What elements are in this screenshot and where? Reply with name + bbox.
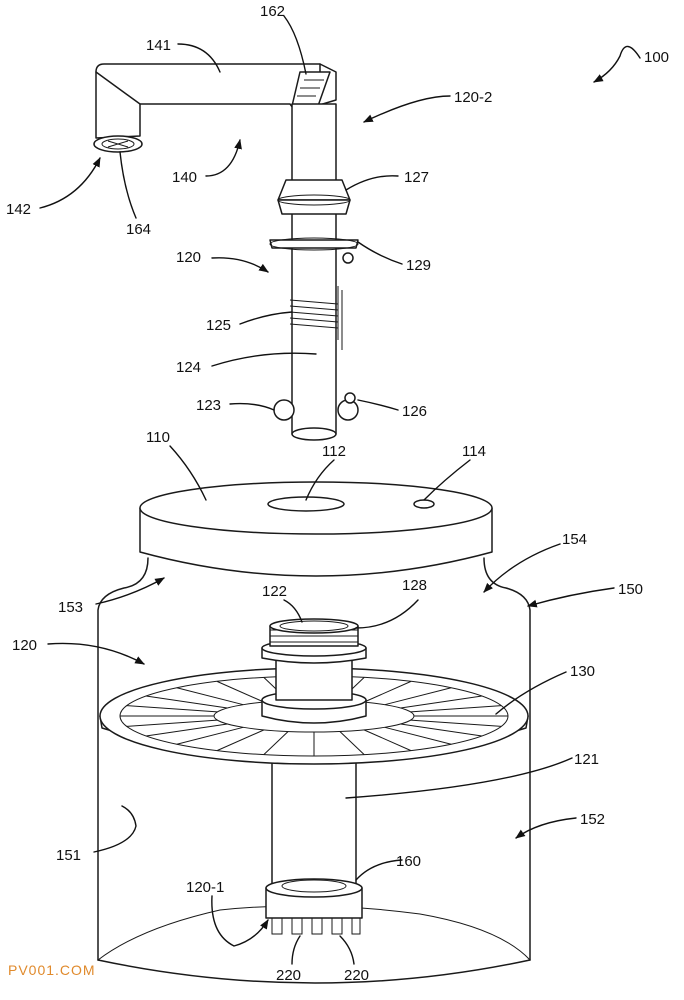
leader-lines bbox=[39, 15, 641, 965]
ref-151: 151 bbox=[56, 847, 81, 864]
disc-spoke bbox=[410, 719, 502, 727]
lower-tube bbox=[265, 759, 363, 935]
ref-120-1: 120-1 bbox=[186, 879, 224, 896]
disc-spoke bbox=[176, 726, 244, 745]
ref-120-2: 120-2 bbox=[454, 89, 492, 106]
disc-spoke bbox=[216, 729, 265, 752]
disc-spoke bbox=[384, 726, 452, 745]
disc-spoke bbox=[145, 695, 228, 709]
ref-120-mid: 120 bbox=[12, 637, 37, 654]
disc-spoke bbox=[176, 687, 244, 706]
ref-121: 121 bbox=[574, 751, 599, 768]
ref-128: 128 bbox=[402, 577, 427, 594]
ref-152: 152 bbox=[580, 811, 605, 828]
ref-114: 114 bbox=[462, 443, 486, 460]
ref-112: 112 bbox=[322, 443, 346, 460]
ref-125: 125 bbox=[206, 317, 231, 334]
ref-220-right: 220 bbox=[344, 967, 369, 984]
ref-124: 124 bbox=[176, 359, 201, 376]
ref-100: 100 bbox=[644, 49, 669, 66]
ref-141: 141 bbox=[146, 37, 171, 54]
ref-129: 129 bbox=[406, 257, 431, 274]
ref-122: 122 bbox=[262, 583, 287, 600]
ref-110: 110 bbox=[146, 429, 170, 446]
disc-spoke bbox=[263, 731, 289, 755]
disc-spoke bbox=[363, 729, 412, 752]
disc-spoke bbox=[126, 719, 218, 727]
spout bbox=[93, 63, 337, 153]
ref-142: 142 bbox=[6, 201, 31, 218]
disc-spoke bbox=[400, 695, 483, 709]
ref-123: 123 bbox=[196, 397, 221, 414]
disc-spoke bbox=[216, 680, 265, 703]
disc-spoke bbox=[363, 680, 412, 703]
inner-fitting bbox=[261, 618, 367, 724]
lid bbox=[139, 481, 493, 577]
disc-spoke bbox=[339, 731, 365, 755]
ref-154: 154 bbox=[562, 531, 587, 548]
disc-spoke bbox=[145, 723, 228, 737]
ref-160: 160 bbox=[396, 853, 421, 870]
disc-spoke bbox=[126, 705, 218, 713]
disc-spoke bbox=[400, 723, 483, 737]
ref-140: 140 bbox=[172, 169, 197, 186]
ref-153: 153 bbox=[58, 599, 83, 616]
ref-150: 150 bbox=[618, 581, 643, 598]
ref-220-left: 220 bbox=[276, 967, 301, 984]
upper-tube bbox=[269, 103, 359, 441]
ref-130: 130 bbox=[570, 663, 595, 680]
reference-numerals: 100 141 162 120-2 140 142 164 127 120 12… bbox=[6, 3, 669, 984]
disc-spoke bbox=[410, 705, 502, 713]
watermark: PV001.COM bbox=[8, 962, 96, 978]
ref-126: 126 bbox=[402, 403, 427, 420]
ref-162: 162 bbox=[260, 3, 285, 20]
disc-spoke bbox=[384, 687, 452, 706]
ref-127: 127 bbox=[404, 169, 429, 186]
ref-120-top: 120 bbox=[176, 249, 201, 266]
ref-164: 164 bbox=[126, 221, 151, 238]
